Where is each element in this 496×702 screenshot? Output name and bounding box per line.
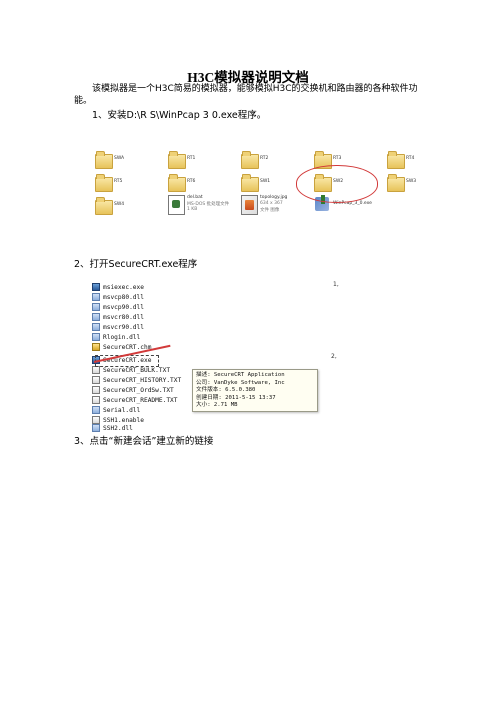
step-2-text: 2、打开SecureCRT.exe程序 [74,259,198,270]
list-item[interactable]: msvcp90.dll [92,302,144,312]
list-item[interactable]: msvcp80.dll [92,292,144,302]
file-type-label: 文件 图像 [260,208,280,213]
list-item[interactable]: msiexec.exe [92,282,144,292]
folder-label: RT3 [333,156,342,161]
file-list-screenshot: msiexec.exe msvcp80.dll msvcp90.dll msvc… [92,282,333,433]
red-annotation-circle [296,165,378,203]
file-item-topology[interactable]: topology.jpg 634 x 367 文件 图像 [241,195,311,215]
file-label: topology.jpg [260,195,288,200]
list-item[interactable]: SecureCRT_HISTORY.TXT [92,375,181,385]
tooltip-size: 大小: 2.71 MB [196,402,238,409]
file-item-del-bat[interactable]: del.bat MS-DOS 批处理文件 1 KB [168,195,238,215]
folder-icon [241,174,259,192]
file-info-tooltip: 描述: SecureCRT Application 公司: VanDyke So… [192,369,318,412]
file-size-label: 1 KB [187,207,198,212]
file-dimensions-label: 634 x 367 [260,201,283,206]
exe-file-icon [92,283,100,291]
folder-icon [168,174,186,192]
text-file-icon [92,416,100,424]
dll-file-icon [92,303,100,311]
dll-file-icon [92,424,100,432]
dll-file-icon [92,323,100,331]
step-3-text: 3、点击“新建会话”建立新的链接 [74,436,214,447]
text-file-icon [92,386,100,394]
list-item[interactable]: SSH2.dll [92,423,133,433]
list-item[interactable]: Serial.dll [92,405,140,415]
help-file-icon [92,343,100,351]
folder-label: SW4 [114,202,125,207]
file-label: WinPcap_3_0.exe [333,201,372,206]
folder-label: RT4 [406,156,415,161]
list-item[interactable]: SSH1.enable [92,415,144,425]
folder-icon [387,151,405,169]
dll-file-icon [92,293,100,301]
selection-highlight [95,355,159,367]
text-file-icon [92,396,100,404]
folder-label: RT5 [114,179,123,184]
list-item[interactable]: msvcr90.dll [92,322,144,332]
folder-icon [241,151,259,169]
folder-icon [168,151,186,169]
folder-label: RT1 [187,156,196,161]
intro-paragraph: 该模拟器是一个H3C简易的模拟器，能够模拟H3C的交换机和路由器的各种软件功能。 [74,84,418,106]
folder-icon [95,174,113,192]
image-file-icon [241,195,258,215]
list-item[interactable]: SecureCRT_README.TXT [92,395,178,405]
dll-file-icon [92,313,100,321]
folder-label: RT6 [187,179,196,184]
margin-marker-2: 2, [331,353,337,360]
dll-file-icon [92,406,100,414]
folder-icon [95,197,113,215]
folder-label: SW3 [406,179,417,184]
file-label: del.bat [187,195,203,200]
tooltip-description: 描述: SecureCRT Application [196,372,285,378]
tooltip-version: 文件版本: 6.5.0.380 [196,387,256,394]
list-item[interactable]: SecureCRT_OrdSw.TXT [92,385,174,395]
tooltip-company: 公司: VanDyke Software, Inc [196,379,285,386]
folder-label: RT2 [260,156,269,161]
list-item[interactable]: msvcr80.dll [92,312,144,322]
file-type-label: MS-DOS 批处理文件 [187,202,230,207]
tooltip-created: 创建日期: 2011-5-15 13:37 [196,394,276,401]
text-file-icon [92,366,100,374]
step-1-text: 1、安装D:\R S\WinPcap 3 0.exe程序。 [92,110,267,121]
dll-file-icon [92,333,100,341]
text-file-icon [92,376,100,384]
list-item[interactable]: Rlogin.dll [92,332,140,342]
list-item[interactable]: SecureCRT.chm [92,342,151,352]
folder-icon [387,174,405,192]
folder-label: SWA [114,156,125,161]
document-title: H3C模拟器说明文档 [187,70,309,85]
margin-marker-1: 1, [333,281,339,288]
folder-label: SW1 [260,179,271,184]
folder-icon [95,151,113,169]
batch-file-icon [168,195,185,215]
